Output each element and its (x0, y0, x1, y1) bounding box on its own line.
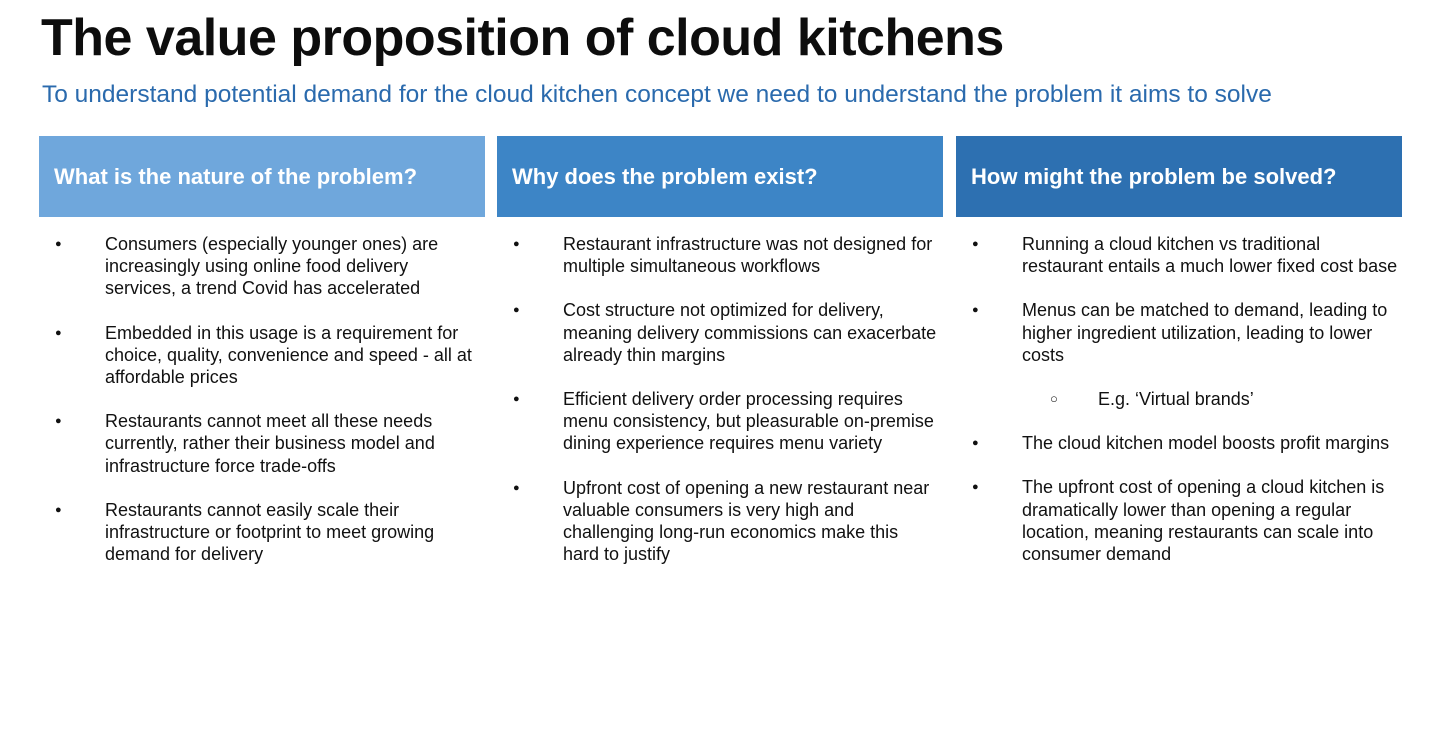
page-subtitle: To understand potential demand for the c… (42, 81, 1272, 108)
bullet-list: Running a cloud kitchen vs traditional r… (956, 217, 1402, 565)
bullet-item: Cost structure not optimized for deliver… (497, 299, 943, 366)
bullet-item: Restaurant infrastructure was not design… (497, 233, 943, 277)
bullet-item: Efficient delivery order processing requ… (497, 388, 943, 455)
sub-bullet-item: E.g. ‘Virtual brands’ (956, 388, 1402, 410)
bullet-list: Restaurant infrastructure was not design… (497, 217, 943, 565)
bullet-item: Consumers (especially younger ones) are … (39, 233, 485, 300)
bullet-item: Embedded in this usage is a requirement … (39, 322, 485, 389)
bullet-item: Restaurants cannot easily scale their in… (39, 499, 485, 566)
bullet-item: The upfront cost of opening a cloud kitc… (956, 476, 1402, 565)
column-nature-of-problem: What is the nature of the problem? Consu… (39, 136, 485, 587)
column-how-problem-solved: How might the problem be solved? Running… (956, 136, 1402, 587)
column-header: How might the problem be solved? (956, 136, 1402, 217)
bullet-item: Restaurants cannot meet all these needs … (39, 410, 485, 477)
bullet-item: Menus can be matched to demand, leading … (956, 299, 1402, 366)
column-header: What is the nature of the problem? (39, 136, 485, 217)
bullet-item: The cloud kitchen model boosts profit ma… (956, 432, 1402, 454)
bullet-list: Consumers (especially younger ones) are … (39, 217, 485, 565)
column-why-problem-exists: Why does the problem exist? Restaurant i… (497, 136, 943, 587)
column-header: Why does the problem exist? (497, 136, 943, 217)
bullet-item: Upfront cost of opening a new restaurant… (497, 477, 943, 566)
bullet-item: Running a cloud kitchen vs traditional r… (956, 233, 1402, 277)
page-title: The value proposition of cloud kitchens (41, 9, 1004, 67)
